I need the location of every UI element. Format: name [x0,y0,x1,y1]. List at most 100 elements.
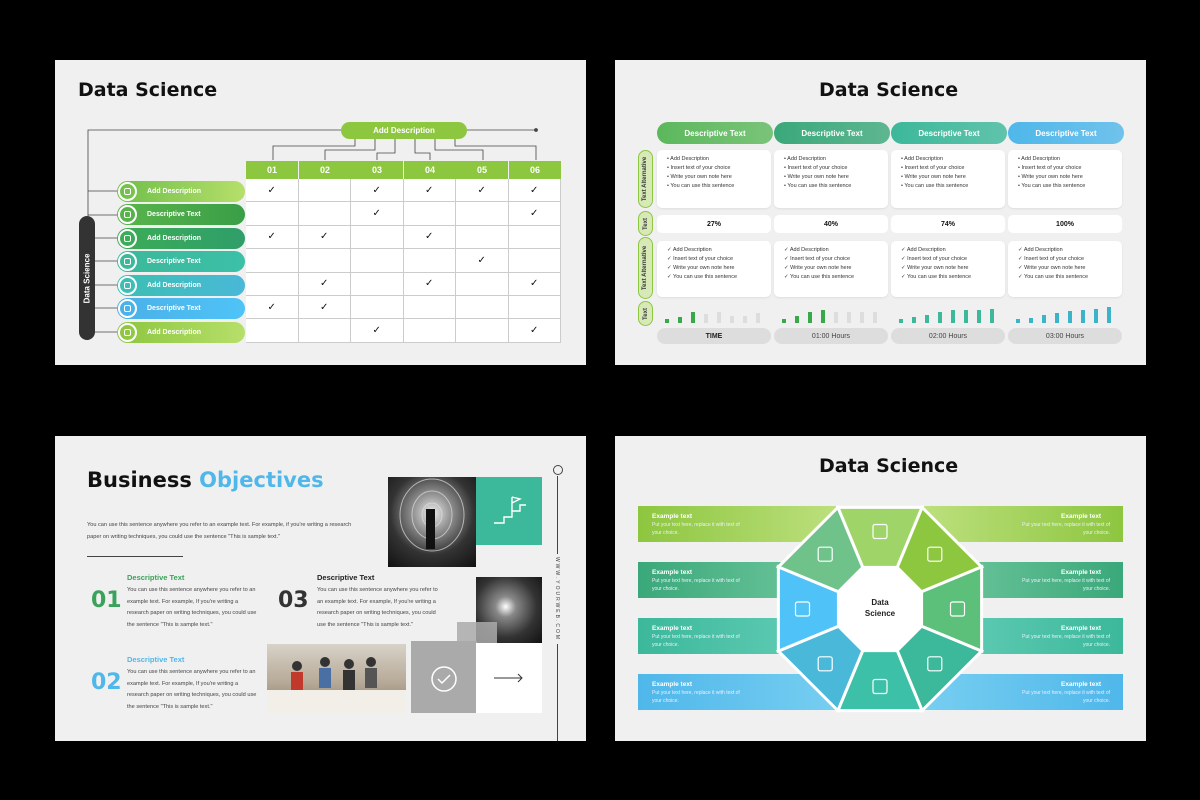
table-cell: ✓ [246,296,299,320]
table-cell [456,202,509,226]
check-item: ✓ Write your own note here [667,265,735,271]
side-tab: Text [638,211,653,236]
bullet-item: • Add Description [901,156,943,162]
bullet-item: • Add Description [1018,156,1060,162]
column-header-pill: Descriptive Text [774,122,890,144]
bar [821,310,825,323]
slide-business-objectives[interactable]: Business Objectives You can use this sen… [55,436,586,741]
bar [665,318,669,323]
band-title: Example text [1061,569,1102,576]
check-item: ✓ Insert text of your choice [667,256,734,262]
table-cell [246,319,299,343]
time-cell: 03:00 Hours [1008,328,1122,344]
bar [964,309,968,323]
bar [834,312,838,323]
bar [1094,308,1098,323]
band-text: Put your text here, replace it with text… [1022,690,1110,704]
center-octagon [838,567,922,651]
bullet-item: • Write your own note here [1018,174,1083,180]
bar [782,318,786,323]
band-text: Put your text here, replace it with text… [1022,522,1110,536]
bar [860,312,864,323]
row-icon [118,299,137,318]
bullet-item: • Insert text of your choice [667,165,731,171]
table-cell: ✓ [298,272,351,296]
table-cell [403,202,456,226]
row-icon [118,252,137,271]
table-cell: ✓ [508,179,561,203]
time-cell: 02:00 Hours [891,328,1005,344]
bullet-item: • Insert text of your choice [901,165,965,171]
check-item: ✓ Write your own note here [901,265,969,271]
bullet-item: • You can use this sentence [784,183,852,189]
arrow-tile[interactable] [476,643,542,713]
table-cell: ✓ [246,225,299,250]
row-icon [118,323,137,342]
table-cell [508,249,561,273]
bar [1055,313,1059,323]
bar [977,310,981,323]
bullet-card: • Add Description • Insert text of your c… [1008,150,1122,208]
time-cell: TIME [657,328,771,344]
bar-group [891,303,1005,325]
bullet-card: • Add Description • Insert text of your c… [657,150,771,208]
bullet-item: • You can use this sentence [667,183,735,189]
center-label: Data Science [864,598,896,618]
bar-group [774,303,888,325]
bar [1068,311,1072,323]
table-cell [403,319,456,343]
bar [1107,306,1111,323]
column-header: 01 [246,161,298,179]
octagon-segment[interactable] [775,504,865,594]
objective-body: You can use this sentence anywhere you r… [317,587,438,628]
bullet-item: • Write your own note here [784,174,849,180]
table-cell [246,272,299,296]
segment-icon [817,656,833,672]
bar-group [657,303,771,325]
slide-data-science-table[interactable]: Data Science Add Description Data Scienc… [55,60,586,365]
arrow-right-icon [494,673,523,683]
table-cell [298,319,351,343]
table-cell [456,272,509,296]
check-table: ✓✓✓✓✓✓✓✓✓✓✓✓✓✓✓✓✓✓ [246,179,561,343]
column-header: 06 [509,161,561,179]
column-header-pill: Descriptive Text [891,122,1007,144]
row-label: Add Description [117,181,245,202]
band-text: Put your text here, replace it with text… [652,690,740,704]
bullet-item: • Insert text of your choice [784,165,848,171]
check-item: ✓ Add Description [901,247,946,253]
side-tab: Text Alternative [638,150,653,208]
table-cell [246,249,299,273]
table-cell: ✓ [508,272,561,296]
table-cell: ✓ [351,179,404,203]
row-icon [118,182,137,201]
band-title: Example text [1061,625,1102,632]
check-item: ✓ You can use this sentence [901,274,972,280]
bar [873,312,877,323]
band-text: Put your text here, replace it with text… [1022,578,1110,592]
bar [938,312,942,323]
percent-value: 74% [891,215,1005,233]
bullet-item: • Add Description [667,156,709,162]
check-item: ✓ You can use this sentence [667,274,738,280]
table-cell: ✓ [403,225,456,250]
check-card: ✓ Add Description✓ Insert text of your c… [891,241,1005,297]
table-cell [456,319,509,343]
table-cell [508,225,561,250]
band-text: Put your text here, replace it with text… [1022,634,1110,648]
percent-value: 27% [657,215,771,233]
stairs-flag-icon [494,496,526,524]
bar [717,312,721,323]
table-cell [456,296,509,320]
intro-text: You can use this sentence anywhere you r… [87,522,352,540]
add-description-pill: Add Description [341,122,467,139]
band-title: Example text [652,569,693,576]
table-cell: ✓ [298,296,351,320]
row-label: Descriptive Text [117,204,245,225]
row-icon [118,276,137,295]
band-text: Put your text here, replace it with text… [652,634,740,648]
segment-icon [927,546,943,562]
bullet-item: • Insert text of your choice [1018,165,1082,171]
